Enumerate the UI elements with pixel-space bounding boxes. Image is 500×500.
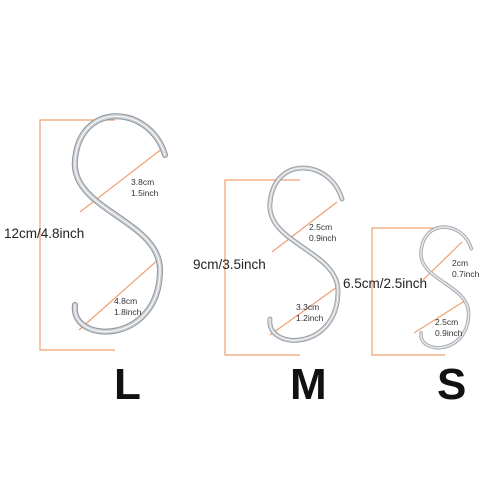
bottom-opening-cm-small: 2.5cm [435,317,459,327]
top-opening-cm-large: 3.8cm [131,177,155,187]
top-opening-label-medium: 2.5cm 0.9inch [309,222,336,244]
bottom-opening-cm-large: 4.8cm [114,296,138,306]
height-label-large: 12cm/4.8inch [4,226,85,241]
top-opening-line-medium [271,201,338,253]
size-letter-small: S [437,360,467,409]
bottom-opening-label-small: 2.5cm 0.9inch [435,317,462,339]
bottom-opening-line-large [78,257,161,331]
height-label-medium: 9cm/3.5inch [193,257,266,272]
hook-medium [224,168,342,356]
bottom-opening-line-small [413,299,467,334]
bottom-opening-inch-medium: 1.2inch [296,313,324,323]
top-opening-inch-small: 0.7inch [452,269,480,279]
height-bracket-small [371,227,445,356]
size-letter-large: L [114,360,141,409]
bottom-opening-inch-small: 0.9inch [435,328,463,338]
bottom-opening-inch-large: 1.8inch [114,307,142,317]
top-opening-cm-small: 2cm [452,258,469,268]
bottom-opening-label-large: 4.8cm 1.8inch [114,296,141,318]
top-opening-label-large: 3.8cm 1.5inch [131,177,158,199]
height-label-small: 6.5cm/2.5inch [343,276,428,291]
bottom-opening-label-medium: 3.3cm 1.2inch [296,302,323,324]
size-letter-medium: M [290,360,327,409]
top-opening-cm-medium: 2.5cm [309,222,333,232]
hook-large [39,116,165,351]
height-bracket-medium [224,179,300,356]
bottom-opening-cm-medium: 3.3cm [296,302,320,312]
bottom-opening-line-medium [269,286,338,336]
top-opening-label-small: 2cm 0.7inch [452,258,479,280]
top-opening-inch-large: 1.5inch [131,188,159,198]
hook-small [371,225,474,356]
height-bracket-large [39,119,115,351]
top-opening-inch-medium: 0.9inch [309,233,337,243]
